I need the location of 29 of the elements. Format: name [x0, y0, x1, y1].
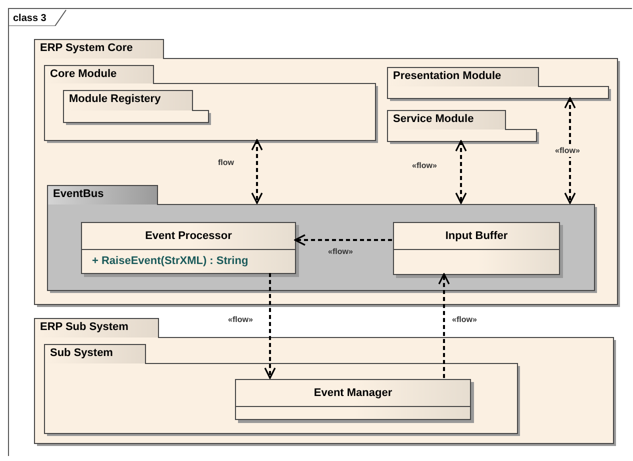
flow-arrow	[564, 97, 576, 204]
flow-arrow	[251, 139, 263, 204]
operation-text: + RaiseEvent(StrXML) : String	[92, 254, 248, 270]
frame-tab: class 3	[9, 9, 67, 26]
package-name: EventBus	[53, 187, 104, 202]
diagram-frame	[8, 8, 632, 456]
class-box	[235, 379, 471, 420]
edge-label: «flow»	[452, 314, 477, 326]
package-name: Presentation Module	[393, 69, 502, 84]
class-name: Input Buffer	[445, 228, 508, 244]
edge-label: «flow»	[228, 314, 253, 326]
package-name: Service Module	[393, 112, 474, 127]
flow-arrow	[294, 234, 392, 246]
class-name: Event Manager	[314, 386, 392, 401]
class-box	[393, 222, 560, 275]
package-name: Module Registery	[69, 92, 161, 107]
edge-label: «flow»	[412, 160, 437, 172]
edge-label: «flow»	[555, 145, 580, 157]
package-name: Sub System	[50, 346, 113, 361]
class-box	[81, 222, 296, 274]
class-name: Event Processor	[145, 228, 232, 244]
edge-label: «flow»	[328, 246, 353, 258]
flow-arrow	[264, 273, 276, 379]
package-name: ERP Sub System	[40, 320, 128, 335]
flow-arrow	[455, 140, 467, 204]
edge-label: flow	[218, 157, 234, 169]
flow-arrow	[438, 273, 450, 378]
package-name: Core Module	[50, 67, 117, 82]
package-name: ERP System Core	[40, 41, 133, 56]
